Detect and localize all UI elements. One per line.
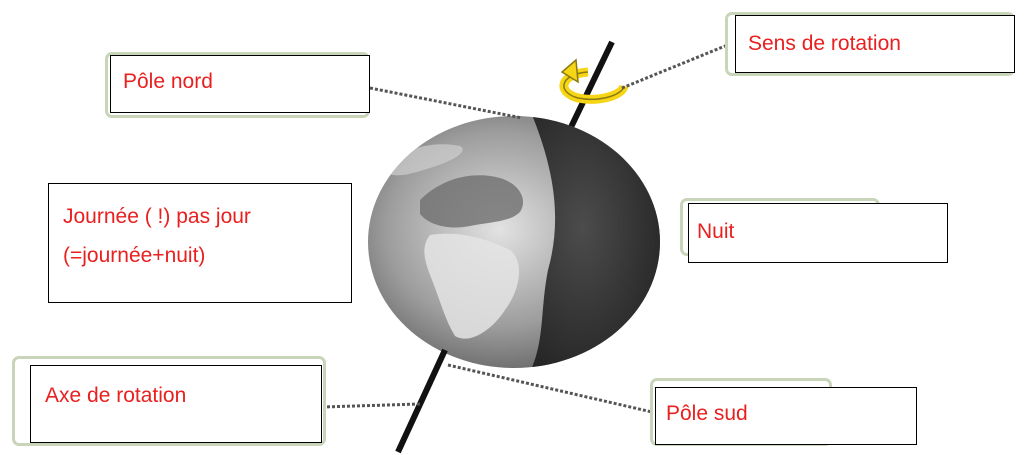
rotation-direction-box: Sens de rotation: [735, 15, 1015, 73]
day-label-line1: Journée ( !) pas jour: [63, 205, 251, 228]
day-label-line2: (=journée+nuit): [63, 244, 206, 267]
rotation-axis-label: Axe de rotation: [45, 384, 187, 407]
rotation-axis-box: Axe de rotation: [30, 365, 322, 443]
leader-rotation-direction: [621, 42, 731, 90]
leader-south-pole: [447, 363, 653, 414]
north-pole-label: Pôle nord: [123, 70, 213, 93]
night-label: Nuit: [697, 220, 735, 243]
leader-lines: [321, 42, 731, 414]
rotation-direction-label: Sens de rotation: [748, 32, 901, 55]
south-pole-label: Pôle sud: [666, 402, 748, 425]
rotation-arrow-icon: [559, 58, 629, 104]
leader-north-pole: [369, 86, 523, 120]
night-box: Nuit: [688, 203, 948, 263]
south-pole-box: Pôle sud: [655, 387, 917, 445]
leader-rotation-axis: [321, 402, 421, 409]
north-pole-box: Pôle nord: [110, 55, 370, 113]
rotation-axis-bottom: [395, 348, 448, 454]
day-box: Journée ( !) pas jour (=journée+nuit): [48, 183, 352, 303]
earth-globe: [368, 116, 660, 368]
